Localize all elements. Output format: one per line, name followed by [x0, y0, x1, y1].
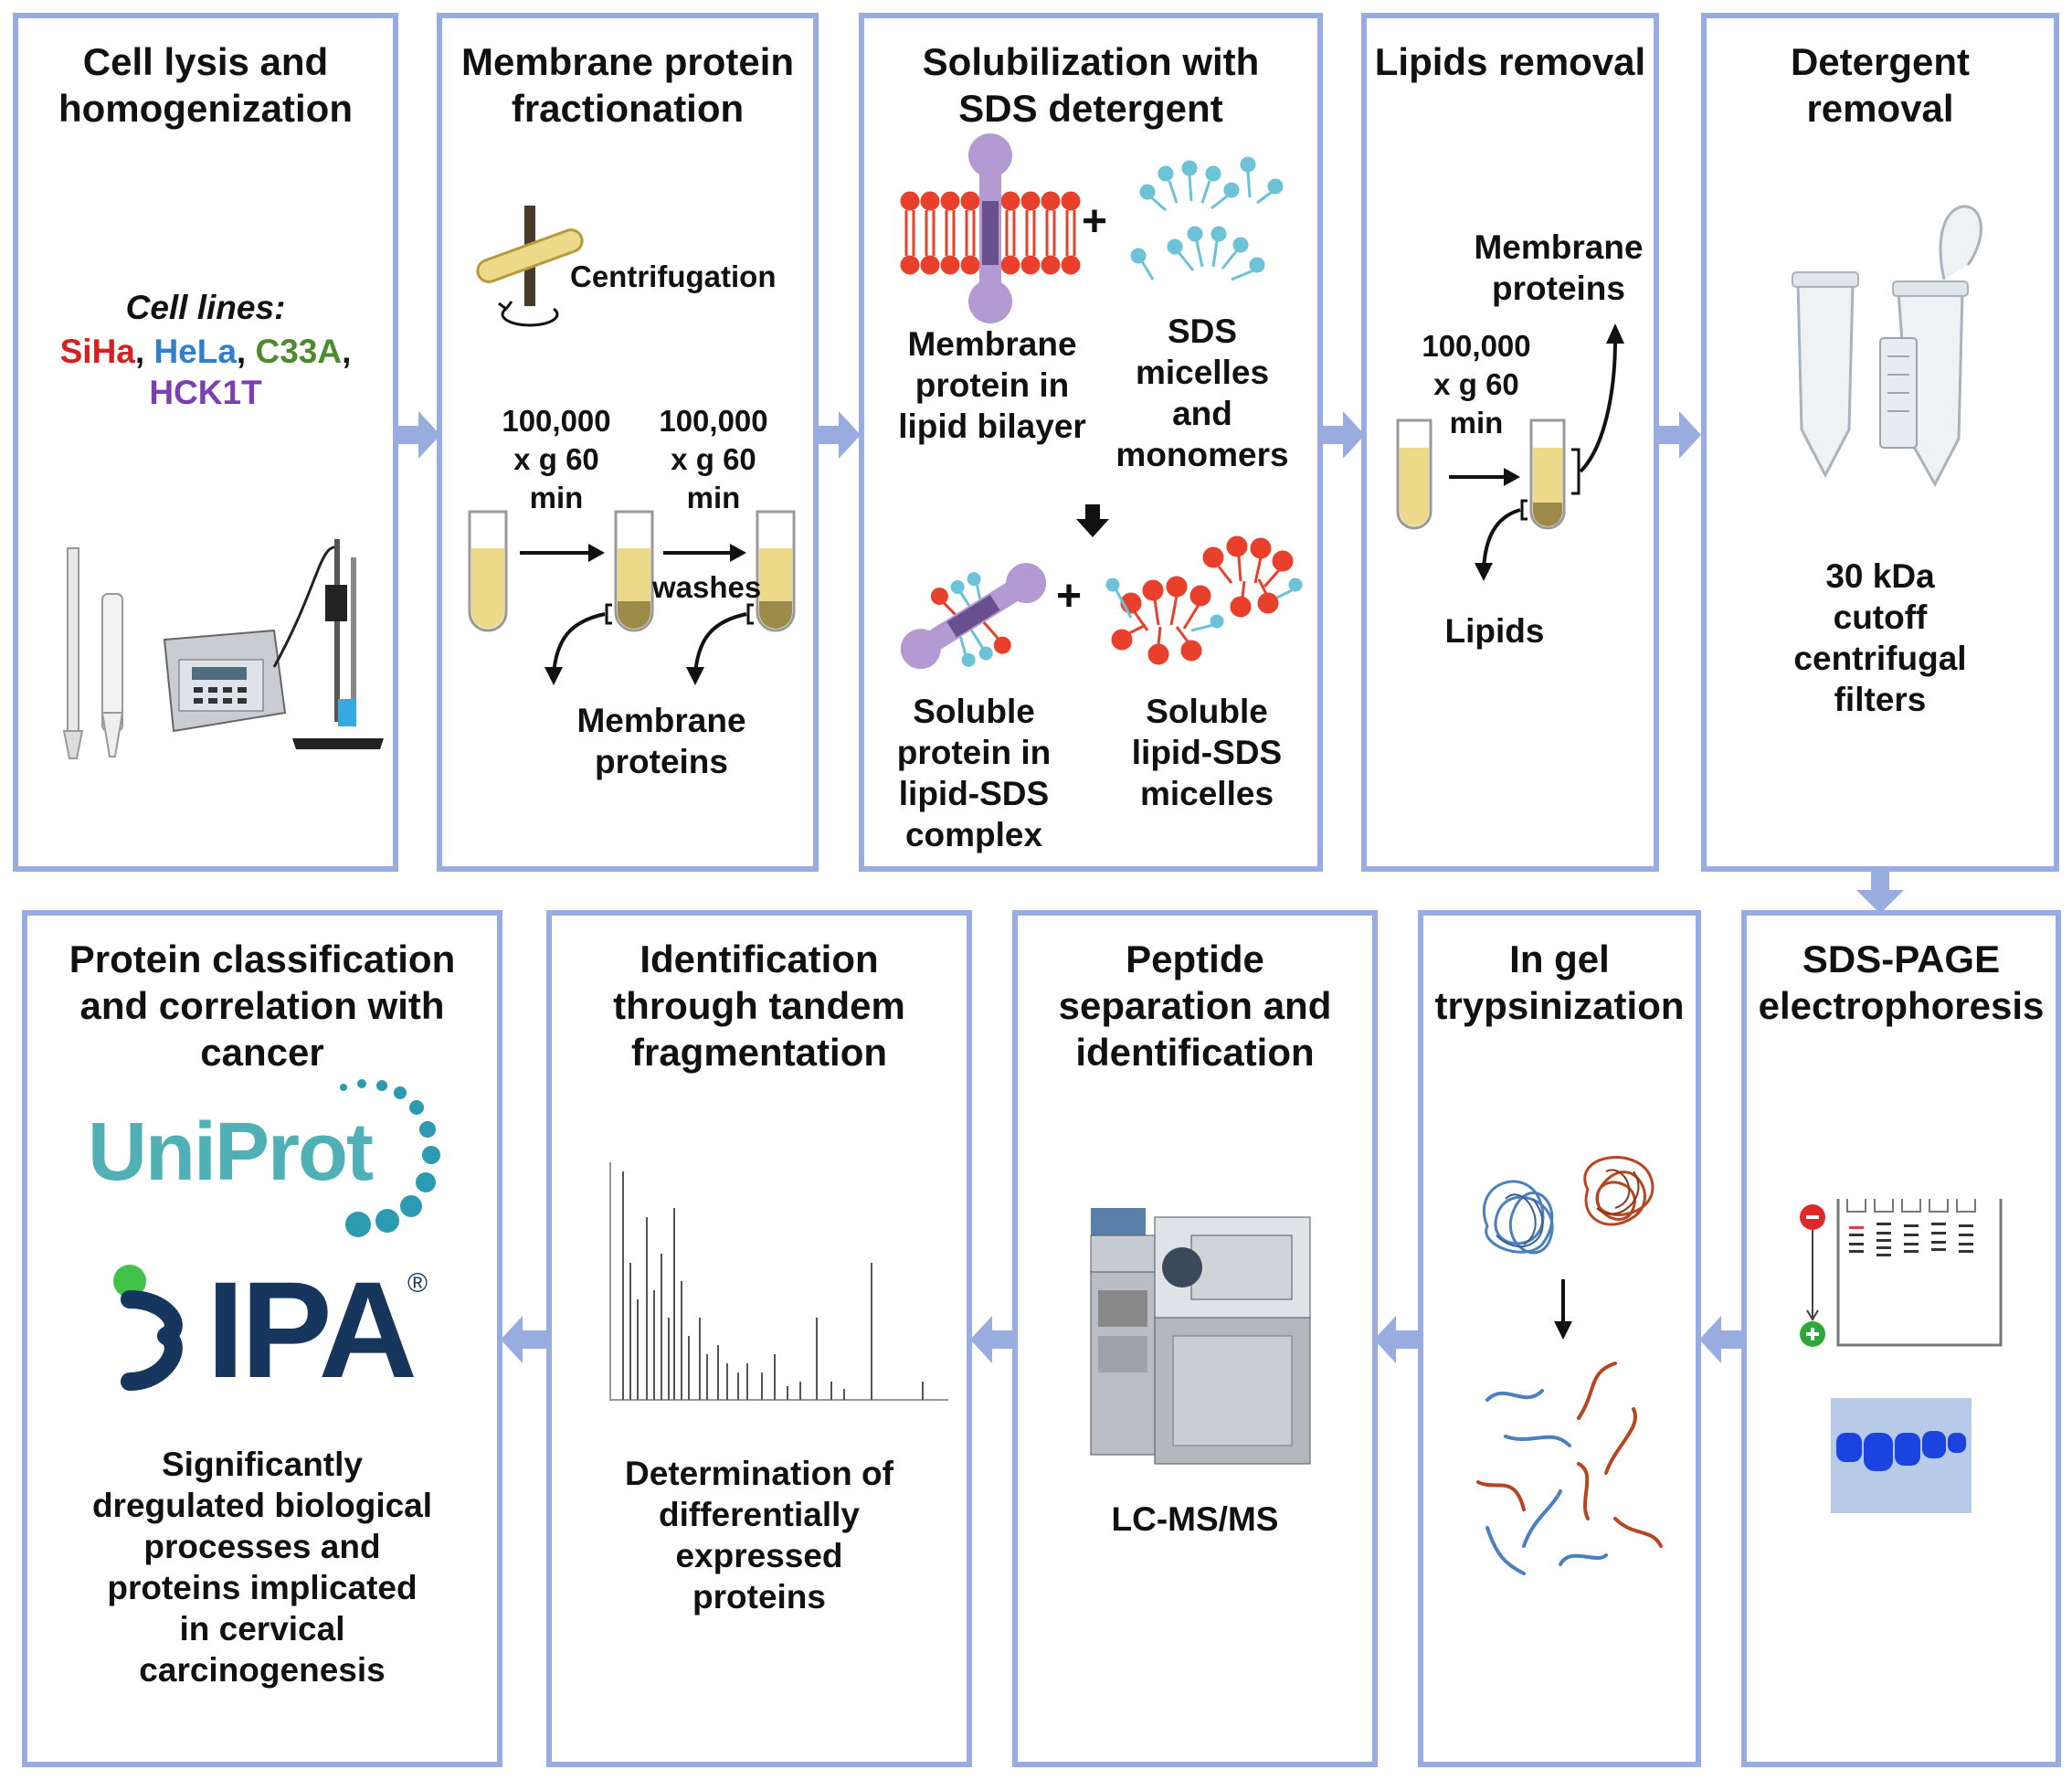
flow-arrow-3 — [1319, 411, 1365, 459]
plus-2: + — [1056, 572, 1083, 620]
panel-title: In gel trypsinization — [1434, 938, 1685, 1027]
uniprot-logo: UniProt — [88, 1107, 374, 1198]
flow-arrow-2 — [815, 411, 861, 459]
panel-title: Peptide separation and identification — [1058, 938, 1332, 1074]
plus-1: + — [1082, 197, 1108, 246]
tube-series — [468, 510, 796, 685]
centrifugal-filter-icon — [1792, 205, 1982, 488]
flow-arrow-1 — [395, 411, 440, 459]
cell-lines: SiHa, HeLa, C33A, HCK1T — [59, 333, 352, 411]
soluble-protein-label: Soluble protein in lipid-SDS complex — [896, 693, 1052, 853]
sds-micelles-label: SDS micelles and monomers — [1115, 313, 1289, 473]
panel-title: Detergent removal — [1790, 40, 1971, 130]
classification-caption: Significantly dregulated biological proc… — [91, 1446, 433, 1689]
panel-title: Identification through tandem fragmentat… — [613, 938, 905, 1074]
down-arrow-icon — [1076, 504, 1109, 537]
cell-line-c33a: C33A — [255, 333, 343, 370]
lc-ms-instrument-icon — [1090, 1208, 1311, 1465]
soluble-lipid-label: Soluble lipid-SDS micelles — [1131, 693, 1283, 812]
sep: , — [134, 333, 154, 370]
membrane-proteins-label: Membrane proteins — [1474, 228, 1644, 307]
panel-trypsinization: In gel trypsinization — [1418, 910, 1701, 1767]
panel-detergent-removal: Detergent removal 30 kDa cutoff centrifu… — [1701, 13, 2059, 872]
flow-arrow-8 — [501, 1316, 546, 1363]
uniprot-dots-icon — [340, 1079, 440, 1237]
protein-coil-icon — [1483, 1156, 1654, 1255]
panel-title: Cell lysis and homogenization — [58, 40, 353, 130]
flow-arrow-5 — [1699, 1316, 1745, 1363]
panel-cell-lysis: Cell lysis and homogenization Cell lines… — [13, 13, 398, 872]
peptides-icon — [1476, 1361, 1663, 1575]
speed-label: 100,000 x g 60 min — [1422, 329, 1531, 440]
sep: , — [236, 333, 256, 370]
speed-label-1: 100,000 x g 60 min — [502, 404, 611, 514]
panel-title: Lipids removal — [1374, 40, 1646, 83]
lipid-sds-micelles-icon — [1105, 535, 1303, 665]
flow-arrow-4 — [1655, 411, 1701, 459]
ipa-logo-icon — [113, 1265, 183, 1391]
flow-arrow-7 — [970, 1316, 1016, 1363]
homogenizer-icon — [62, 539, 384, 759]
panel-title: SDS-PAGE electrophoresis — [1758, 938, 2045, 1027]
panel-peptide-separation: Peptide separation and identification LC… — [1012, 910, 1378, 1767]
ipa-logo: IPA — [206, 1253, 418, 1406]
flow-arrow-6 — [1374, 1316, 1420, 1363]
cell-lines-label: Cell lines: — [125, 289, 286, 326]
lc-ms-label: LC-MS/MS — [1111, 1500, 1279, 1538]
membrane-protein-label: Membrane protein in lipid bilayer — [898, 325, 1086, 445]
lipids-label: Lipids — [1444, 612, 1545, 650]
ms-spectrum-icon — [609, 1162, 948, 1401]
panel-membrane-fractionation: Membrane protein fractionation Centrifug… — [437, 13, 819, 872]
panel-solubilization: Solubilization with SDS detergent + Memb… — [859, 13, 1323, 872]
down-arrow-icon — [1554, 1279, 1572, 1340]
cell-line-siha: SiHa — [59, 333, 135, 370]
lipid-bilayer-icon — [900, 133, 1081, 323]
gel-apparatus-icon — [1800, 1199, 2003, 1347]
panel-title: Solubilization with SDS detergent — [922, 40, 1260, 130]
cell-line-hck1t: HCK1T — [149, 374, 262, 411]
panel-lipids-removal: Lipids removal Membrane proteins 100,000… — [1361, 13, 1659, 872]
panel-tandem-fragmentation: Identification through tandem fragmentat… — [546, 910, 972, 1767]
panel-title: Membrane protein fractionation — [460, 40, 795, 130]
spectrum-caption: Determination of differentially expresse… — [625, 1455, 893, 1616]
membrane-proteins-label: Membrane proteins — [576, 702, 746, 780]
centrifuge-icon — [476, 206, 584, 327]
sds-micelles-icon — [1130, 156, 1284, 281]
ipa-registered: ® — [407, 1268, 428, 1298]
cell-line-hela: HeLa — [153, 333, 237, 370]
washes-label: washes — [652, 570, 762, 604]
panel-title: Protein classification and correlation w… — [69, 938, 456, 1074]
speed-label-2: 100,000 x g 60 min — [659, 404, 768, 514]
flow-arrow-down — [1856, 870, 1904, 914]
soluble-protein-icon — [900, 563, 1047, 670]
lipid-removal-tubes — [1396, 323, 1624, 581]
centrifugation-label: Centrifugation — [570, 260, 777, 293]
gel-image-icon — [1831, 1398, 1972, 1513]
panel-sds-page: SDS-PAGE electrophoresis — [1741, 910, 2061, 1767]
panel-protein-classification: Protein classification and correlation w… — [22, 910, 502, 1767]
filters-label: 30 kDa cutoff centrifugal filters — [1793, 557, 1967, 718]
